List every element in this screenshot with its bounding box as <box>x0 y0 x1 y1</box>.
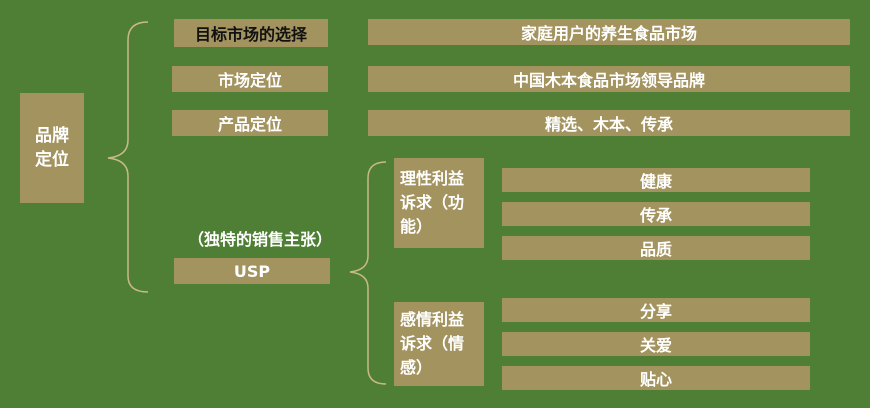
row-value-product-position: 精选、木本、传承 <box>368 110 850 136</box>
row-label-product-position: 产品定位 <box>172 110 328 136</box>
usp-label: USP <box>233 261 271 281</box>
rational-appeal-box: 理性利益诉求（功能） <box>394 158 484 248</box>
row-value-market-position: 中国木本食品市场领导品牌 <box>368 66 850 92</box>
row-label-text: 目标市场的选择 <box>194 25 307 44</box>
row-value-text: 精选、木本、传承 <box>544 115 673 134</box>
item-text: 健康 <box>639 172 672 191</box>
row-value-text: 中国木本食品市场领导品牌 <box>512 71 705 90</box>
emotional-item-care: 关爱 <box>502 332 810 356</box>
row-label-text: 产品定位 <box>217 115 282 134</box>
rational-label: 理性利益诉求（功能） <box>400 169 465 236</box>
item-text: 传承 <box>639 206 672 225</box>
main-bracket <box>107 21 149 293</box>
usp-bracket <box>349 161 387 385</box>
root-label: 品牌 定位 <box>35 126 69 170</box>
emotional-item-share: 分享 <box>502 298 810 322</box>
row-label-text: 市场定位 <box>217 71 282 90</box>
item-text: 品质 <box>639 240 672 259</box>
rational-item-heritage: 传承 <box>502 202 810 226</box>
usp-note: （独特的销售主张） <box>187 230 332 249</box>
row-value-target-market: 家庭用户的养生食品市场 <box>368 19 850 45</box>
item-text: 关爱 <box>639 336 672 355</box>
emotional-label: 感情利益诉求（情感） <box>400 310 465 377</box>
row-label-target-market: 目标市场的选择 <box>174 19 328 47</box>
item-text: 分享 <box>639 302 672 321</box>
item-text: 贴心 <box>639 370 672 389</box>
rational-item-health: 健康 <box>502 168 810 192</box>
emotional-appeal-box: 感情利益诉求（情感） <box>394 302 484 386</box>
emotional-item-thoughtful: 贴心 <box>502 366 810 390</box>
rational-item-quality: 品质 <box>502 236 810 260</box>
row-value-text: 家庭用户的养生食品市场 <box>520 24 697 43</box>
row-label-market-position: 市场定位 <box>172 66 328 92</box>
usp-box: USP <box>174 258 330 284</box>
root-node: 品牌 定位 <box>20 93 84 203</box>
